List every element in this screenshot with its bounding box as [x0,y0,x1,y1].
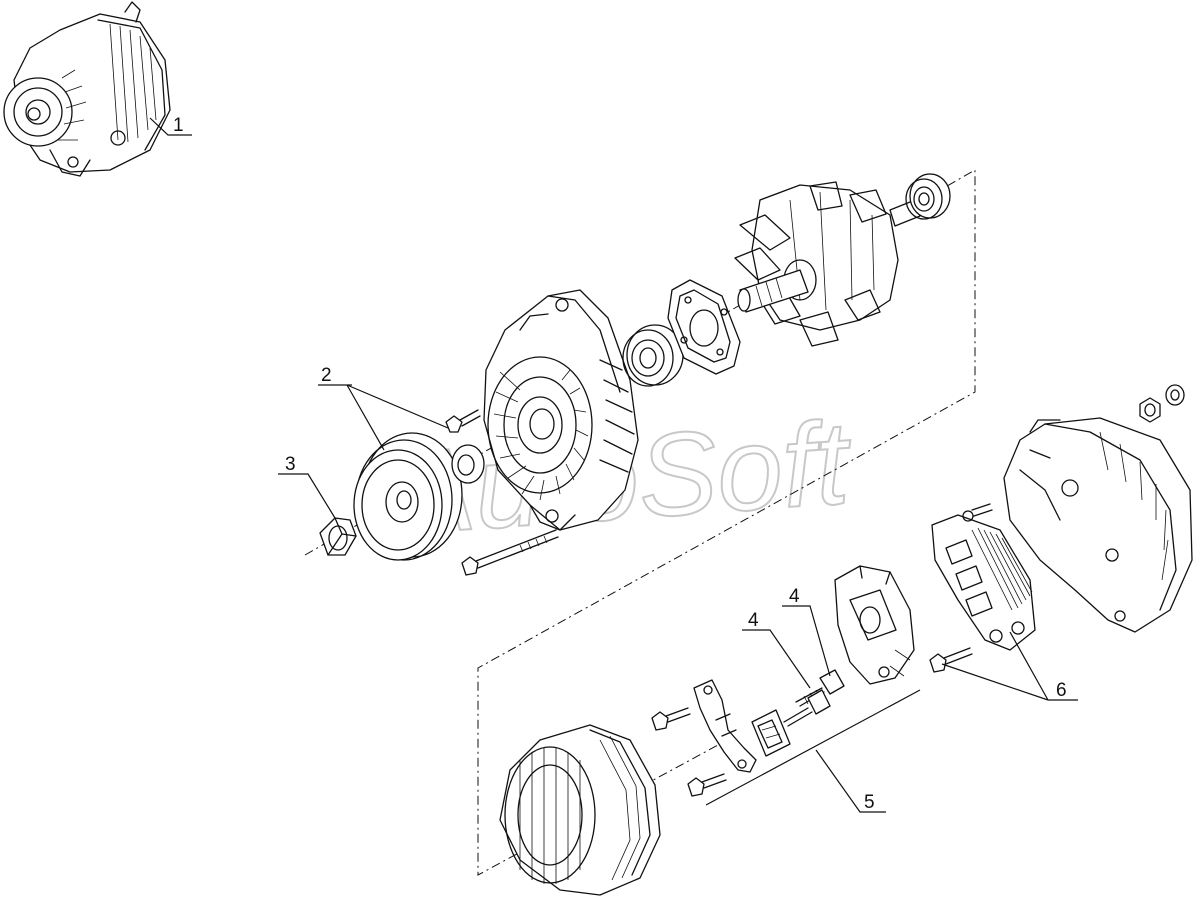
assembly-outline [304,169,976,876]
stator [499,724,661,896]
front-screw [445,409,481,433]
callout-label: 3 [285,454,296,475]
callout-5: 5 [815,749,886,813]
callout-4-lower: 4 [742,610,811,689]
callout-label: 4 [789,586,800,607]
plate-screw-upper [651,707,691,731]
spacer-ring [451,444,485,484]
terminal-plate [693,679,757,773]
rear-bearing [905,173,951,220]
callout-label: 5 [864,792,875,813]
pulley [353,432,463,561]
callout-label: 1 [173,115,184,136]
callout-4-upper: 4 [782,586,831,677]
assembled-alternator [3,1,171,177]
callout-1: 1 [149,115,192,136]
callout-5-bracket [705,689,921,806]
front-housing [483,289,639,531]
callout-label: 6 [1056,680,1067,701]
front-bearing [622,324,684,387]
bearing-retainer-plate [667,279,741,375]
plate-screw-lower [687,773,727,797]
terminal-nut [1139,384,1185,423]
rectifier-screw [929,647,973,673]
pulley-nut [319,517,357,556]
brush-holder [834,565,915,685]
brush-clip [751,709,791,757]
brush-spring-lower [783,689,831,727]
callout-2: 2 [318,365,449,451]
callout-6: 6 [941,631,1078,701]
rectifier [931,503,1036,651]
callout-3: 3 [278,454,336,519]
callout-label: 2 [321,365,332,386]
rotor [734,181,921,347]
through-bolt [461,529,559,576]
callout-label: 4 [748,610,759,631]
rear-housing [1003,417,1193,633]
